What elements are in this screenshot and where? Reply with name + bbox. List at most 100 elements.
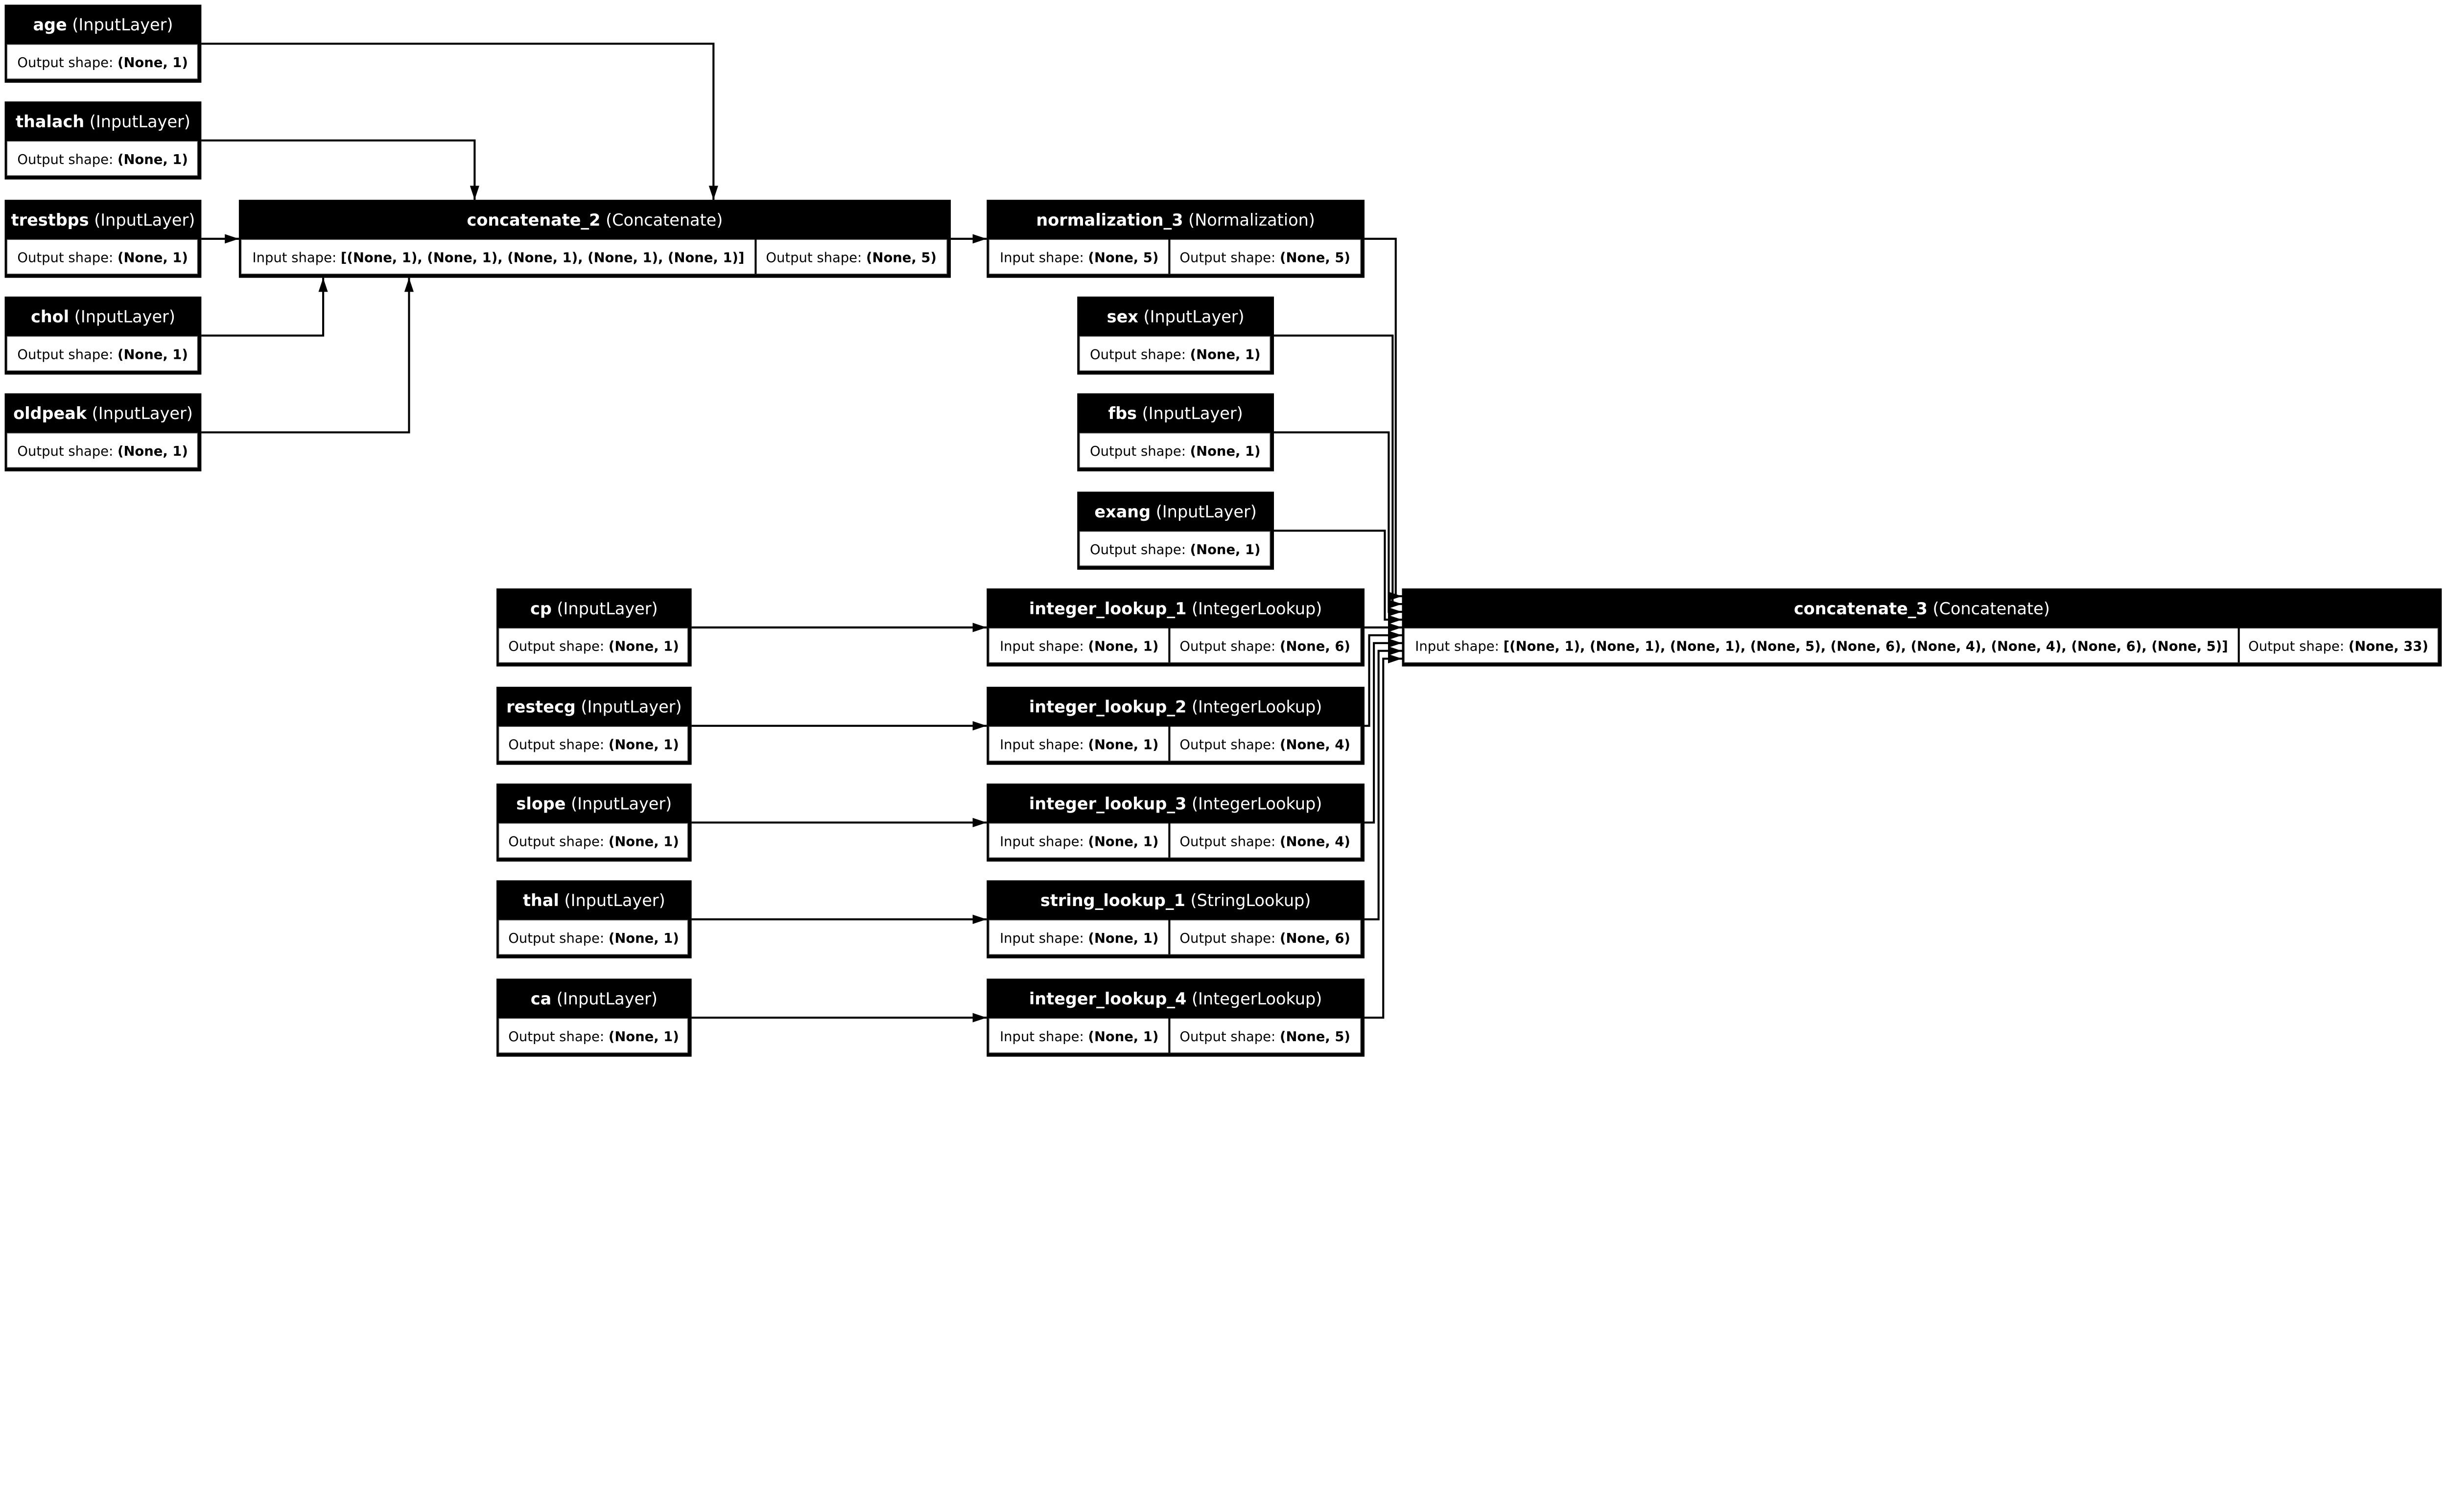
output-shape: Output shape: (None, 33) [2248, 639, 2428, 654]
layer-type: (InputLayer) [72, 15, 173, 34]
layer-title: thal (InputLayer) [523, 891, 665, 910]
layer-type: (InputLayer) [1156, 502, 1257, 521]
layer-space [1137, 404, 1142, 423]
edge-integer_lookup_3-to-concatenate_3 [1364, 638, 1402, 824]
layer-name: oldpeak [13, 404, 87, 423]
input-shape-value: (None, 1) [1088, 639, 1158, 654]
node-body [498, 628, 688, 663]
output-shape: Output shape: (None, 1) [508, 834, 679, 849]
layer-title: integer_lookup_1 (IntegerLookup) [1029, 599, 1322, 618]
output-shape-value: (None, 1) [118, 347, 188, 362]
layer-title: thalach (InputLayer) [16, 112, 190, 131]
layer-type: (Normalization) [1188, 210, 1315, 230]
layer-space [1151, 502, 1156, 521]
output-shape-label: Output shape: [1179, 738, 1280, 753]
layer-name: chol [31, 307, 69, 326]
layer-title: age (InputLayer) [33, 15, 173, 34]
edge-chol-to-concatenate_2 [201, 278, 328, 337]
layer-space [1186, 989, 1192, 1008]
layer-type: (InputLayer) [94, 210, 195, 230]
output-shape-value: (None, 1) [118, 251, 188, 266]
output-shape: Output shape: (None, 1) [17, 251, 188, 266]
layer-node-integer_lookup_3[interactable]: integer_lookup_3 (IntegerLookup)Input sh… [987, 783, 1365, 862]
layer-node-oldpeak[interactable]: oldpeak (InputLayer)Output shape: (None,… [4, 393, 202, 472]
layer-node-integer_lookup_4[interactable]: integer_lookup_4 (IntegerLookup)Input sh… [987, 978, 1365, 1057]
layer-node-ca[interactable]: ca (InputLayer)Output shape: (None, 1) [496, 978, 692, 1057]
layer-title: fbs (InputLayer) [1108, 404, 1243, 423]
node-body [1079, 531, 1271, 566]
output-shape-value: (None, 4) [1280, 834, 1350, 849]
layer-name: sex [1107, 307, 1139, 326]
layer-title: trestbps (InputLayer) [11, 210, 195, 230]
layer-title: cp (InputLayer) [530, 599, 658, 618]
layer-title: string_lookup_1 (StringLookup) [1040, 891, 1311, 910]
layer-node-concatenate_3[interactable]: concatenate_3 (Concatenate)Input shape: … [1402, 588, 2442, 667]
input-shape-value: [(None, 1), (None, 1), (None, 1), (None,… [341, 251, 745, 266]
layer-name: normalization_3 [1036, 210, 1183, 230]
output-shape-label: Output shape: [1090, 542, 1190, 558]
layer-space [559, 891, 565, 910]
layer-type: (InputLayer) [581, 698, 682, 717]
output-shape-value: (None, 6) [1280, 639, 1350, 654]
layer-name: cp [530, 599, 552, 618]
output-shape-label: Output shape: [508, 639, 609, 654]
edge-integer_lookup_4-to-concatenate_3 [1364, 654, 1402, 1019]
layer-title: normalization_3 (Normalization) [1036, 210, 1315, 230]
output-shape-label: Output shape: [766, 251, 866, 266]
layer-node-fbs[interactable]: fbs (InputLayer) Output shape: (None, 1) [1077, 393, 1274, 472]
layer-node-restecg[interactable]: restecg (InputLayer)Output shape: (None,… [496, 687, 692, 765]
layer-node-concatenate_2[interactable]: concatenate_2 (Concatenate)Input shape: … [238, 200, 951, 278]
layer-title: oldpeak (InputLayer) [13, 404, 193, 423]
layer-name: trestbps [11, 210, 89, 230]
node-body [989, 920, 1361, 955]
layer-node-sex[interactable]: sex (InputLayer)Output shape: (None, 1) [1077, 296, 1274, 375]
layer-title: slope (InputLayer) [516, 794, 672, 813]
output-shape-value: (None, 6) [1280, 931, 1350, 946]
layer-name: integer_lookup_4 [1029, 989, 1186, 1008]
layer-node-age[interactable]: age (InputLayer)Output shape: (None, 1) [4, 4, 202, 83]
layer-node-integer_lookup_1[interactable]: integer_lookup_1 (IntegerLookup)Input sh… [987, 588, 1365, 667]
output-shape: Output shape: (None, 1) [1090, 444, 1261, 459]
output-shape-value: (None, 1) [118, 55, 188, 70]
layer-title: restecg (InputLayer) [506, 698, 682, 717]
node-body [989, 1018, 1361, 1053]
layer-node-thalach[interactable]: thalach (InputLayer)Output shape: (None,… [4, 101, 202, 180]
layer-space [1183, 210, 1189, 230]
layer-type: (InputLayer) [557, 599, 658, 618]
output-shape: Output shape: (None, 5) [1179, 1029, 1350, 1045]
layer-type: (StringLookup) [1191, 891, 1311, 910]
output-shape-label: Output shape: [1090, 444, 1190, 459]
layer-space [551, 989, 557, 1008]
layer-space [89, 210, 94, 230]
layer-node-normalization_3[interactable]: normalization_3 (Normalization)Input sha… [987, 200, 1365, 278]
layer-space [1186, 698, 1192, 717]
layer-node-integer_lookup_2[interactable]: integer_lookup_2 (IntegerLookup)Input sh… [987, 687, 1365, 765]
nodes-layer: age (InputLayer)Output shape: (None, 1)t… [4, 4, 2442, 1057]
layer-title: integer_lookup_4 (IntegerLookup) [1029, 989, 1322, 1008]
layer-space [1928, 599, 1933, 618]
node-body [498, 726, 688, 762]
input-shape: Input shape: [(None, 1), (None, 1), (Non… [253, 251, 745, 266]
output-shape-label: Output shape: [1179, 1029, 1280, 1045]
layer-node-chol[interactable]: chol (InputLayer)Output shape: (None, 1) [4, 296, 202, 375]
layer-name: ca [531, 989, 551, 1008]
layer-space [69, 307, 74, 326]
output-shape: Output shape: (None, 6) [1179, 639, 1350, 654]
output-shape: Output shape: (None, 5) [766, 251, 937, 266]
output-shape-label: Output shape: [1179, 931, 1280, 946]
edges-layer [201, 43, 1402, 1023]
layer-name: string_lookup_1 [1040, 891, 1185, 910]
layer-name: integer_lookup_1 [1029, 599, 1186, 618]
layer-node-string_lookup_1[interactable]: string_lookup_1 (StringLookup)Input shap… [987, 880, 1365, 958]
output-shape: Output shape: (None, 1) [17, 347, 188, 362]
output-shape: Output shape: (None, 1) [508, 639, 679, 654]
layer-node-cp[interactable]: cp (InputLayer) Output shape: (None, 1) [496, 588, 692, 667]
layer-name: fbs [1108, 404, 1137, 423]
output-shape: Output shape: (None, 1) [508, 931, 679, 946]
layer-node-trestbps[interactable]: trestbps (InputLayer) Output shape: (None… [4, 200, 202, 278]
layer-node-slope[interactable]: slope (InputLayer) Output shape: (None, 1… [496, 783, 692, 862]
layer-node-thal[interactable]: thal (InputLayer) Output shape: (None, 1) [496, 880, 692, 958]
output-shape: Output shape: (None, 6) [1179, 931, 1350, 946]
layer-node-exang[interactable]: exang (InputLayer)Output shape: (None, 1… [1077, 491, 1274, 570]
output-shape-value: (None, 1) [609, 1029, 679, 1045]
